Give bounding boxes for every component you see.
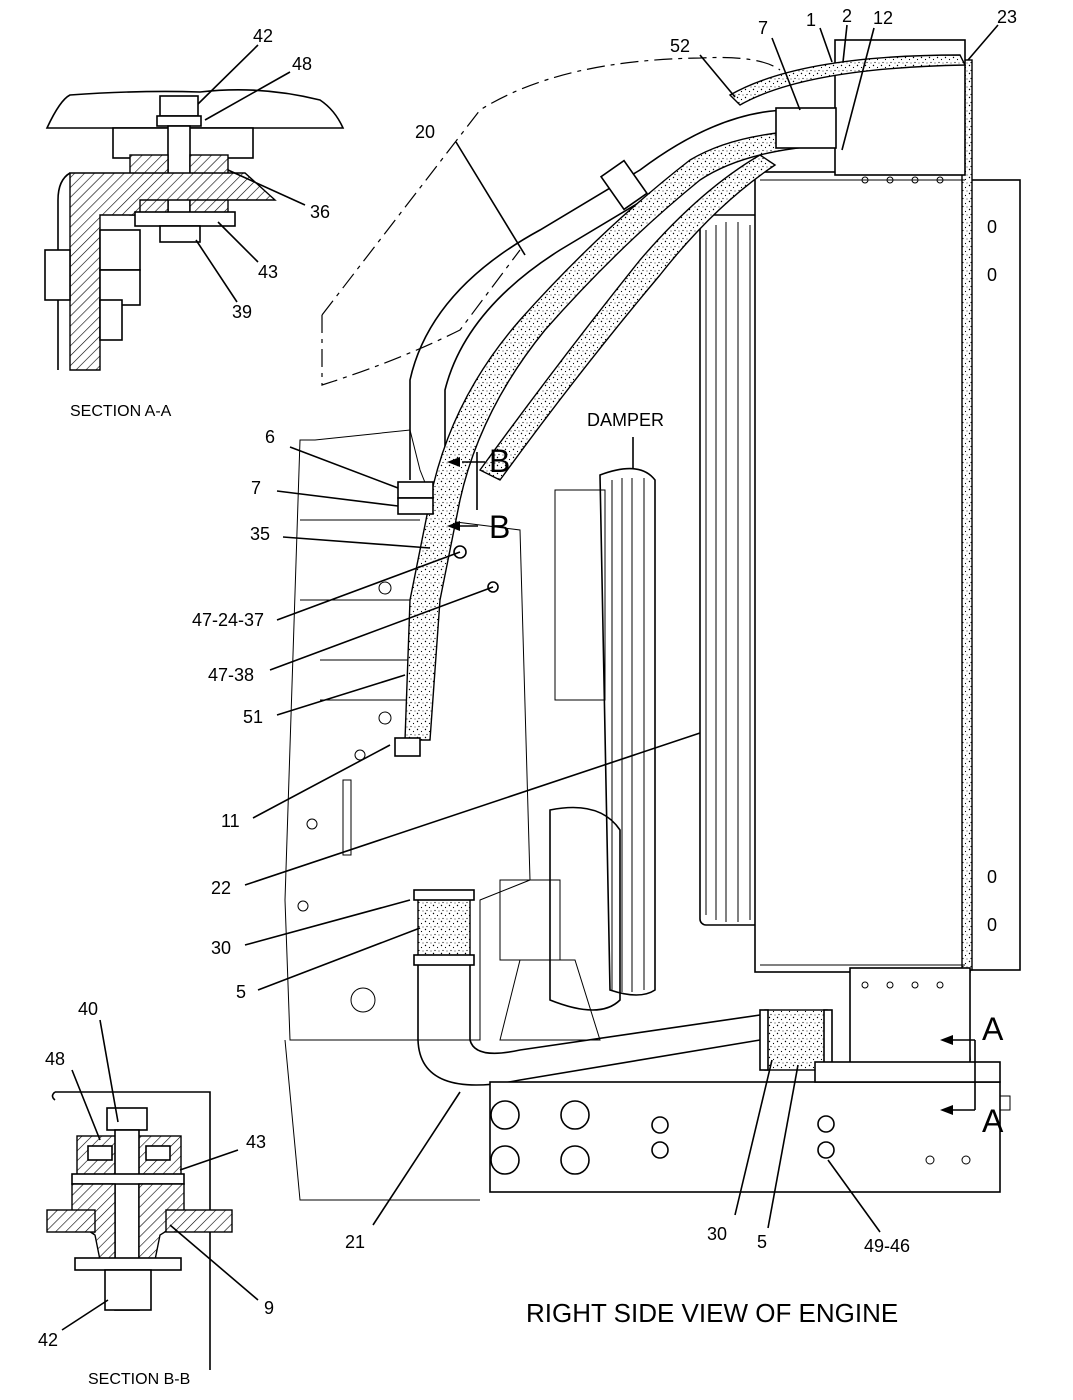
callout-a-48: 48 xyxy=(292,54,312,74)
callout-a-39: 39 xyxy=(232,302,252,322)
callout-2: 2 xyxy=(842,6,852,26)
section-b-drawing xyxy=(46,1019,259,1370)
engine-outline xyxy=(284,56,781,1201)
callout-49-46: 49-46 xyxy=(864,1236,910,1256)
callout-52: 52 xyxy=(670,36,690,56)
callout-30-left: 30 xyxy=(211,938,231,958)
radiator-mark-2: 0 xyxy=(987,265,997,285)
callout-b-42: 42 xyxy=(38,1330,58,1350)
section-markers xyxy=(447,452,976,1115)
callout-b-40: 40 xyxy=(78,999,98,1019)
callout-b-43: 43 xyxy=(246,1132,266,1152)
callout-47-24-37: 47-24-37 xyxy=(192,610,264,630)
callout-22: 22 xyxy=(211,878,231,898)
callout-11: 11 xyxy=(221,811,240,831)
callout-a-42: 42 xyxy=(253,26,273,46)
hoses xyxy=(394,54,967,1086)
section-marker-b-bottom: B xyxy=(489,509,510,545)
callout-6: 6 xyxy=(265,427,275,447)
callout-7-top: 7 xyxy=(758,18,768,38)
section-marker-b-top: B xyxy=(489,443,510,479)
radiator xyxy=(699,39,1021,1069)
radiator-mark-4: 0 xyxy=(987,915,997,935)
radiator-mark-1: 0 xyxy=(987,217,997,237)
callout-5-left: 5 xyxy=(236,982,246,1002)
callout-12: 12 xyxy=(873,8,893,28)
section-marker-a-top: A xyxy=(982,1011,1004,1047)
callout-51: 51 xyxy=(243,707,263,727)
callout-5-bottom: 5 xyxy=(757,1232,767,1252)
callout-23: 23 xyxy=(997,7,1017,27)
section-a-drawing xyxy=(44,44,345,371)
callout-20: 20 xyxy=(415,122,435,142)
damper-label: DAMPER xyxy=(587,410,664,430)
callout-a-36: 36 xyxy=(310,202,330,222)
callout-b-9: 9 xyxy=(264,1298,274,1318)
section-a-caption: SECTION A-A xyxy=(70,403,172,420)
section-marker-a-bottom: A xyxy=(982,1103,1004,1139)
callout-30-bottom: 30 xyxy=(707,1224,727,1244)
section-b-caption: SECTION B-B xyxy=(88,1371,190,1388)
callout-47-38: 47-38 xyxy=(208,665,254,685)
callout-a-43: 43 xyxy=(258,262,278,282)
callout-21: 21 xyxy=(345,1232,365,1252)
callout-7-left: 7 xyxy=(251,478,261,498)
diagram-title: RIGHT SIDE VIEW OF ENGINE xyxy=(526,1298,898,1328)
leader-lines xyxy=(244,24,999,1233)
callout-35: 35 xyxy=(250,524,270,544)
callout-b-48: 48 xyxy=(45,1049,65,1069)
radiator-mark-3: 0 xyxy=(987,867,997,887)
mounting-bracket xyxy=(489,1061,1011,1193)
callout-1: 1 xyxy=(806,10,816,30)
